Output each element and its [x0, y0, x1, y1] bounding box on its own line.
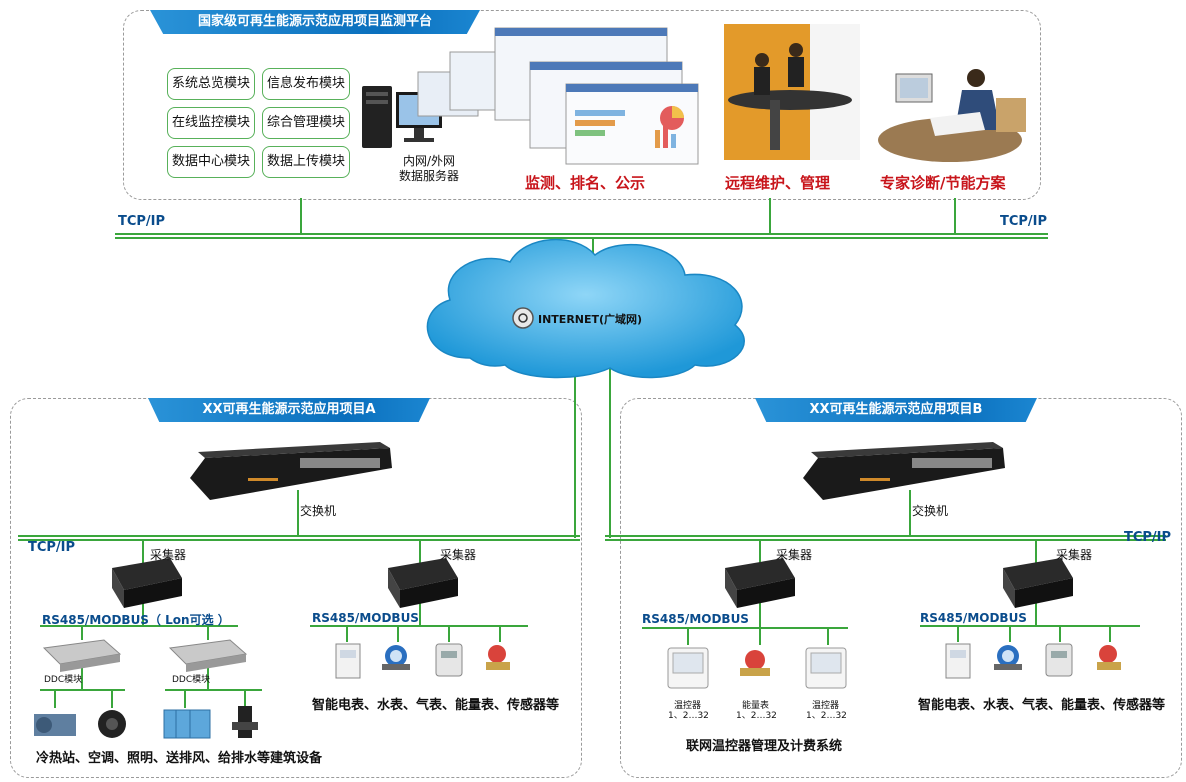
module-data-center: 数据中心模块	[167, 146, 255, 178]
bus-b1-label: RS485/MODBUS	[642, 612, 749, 626]
module-management: 综合管理模块	[262, 107, 350, 139]
server-label-1: 内网/外网	[403, 154, 456, 168]
building-devices-label: 冷热站、空调、照明、送排风、给排水等建筑设备	[36, 751, 323, 766]
meters-a-label: 智能电表、水表、气表、能量表、传感器等	[312, 698, 560, 713]
tcp-label-project-b: TCP/IP	[1124, 530, 1172, 545]
bus-a1-label: RS485/MODBUS（ Lon可选 ）	[42, 613, 230, 627]
module-online-monitor: 在线监控模块	[167, 107, 255, 139]
collector-a2-label: 采集器	[440, 548, 477, 562]
thermostat-b2-label: 温控器	[812, 701, 840, 711]
tcp-label-left: TCP/IP	[118, 214, 166, 229]
thermostat-b1-label: 温控器	[674, 701, 702, 711]
thermostat-b1-num: 1、2…32	[668, 711, 709, 721]
module-data-upload: 数据上传模块	[262, 146, 350, 178]
thermostat-system-label: 联网温控器管理及计费系统	[686, 739, 843, 754]
switch-b-label: 交换机	[912, 504, 949, 518]
func-expert-label: 专家诊断/节能方案	[880, 174, 1006, 192]
collector-b2-label: 采集器	[1056, 548, 1093, 562]
switch-a-label: 交换机	[300, 504, 337, 518]
energy-meter-b-label: 能量表	[742, 701, 770, 711]
ddc-a1-label: DDC模块	[44, 675, 83, 685]
module-overview: 系统总览模块	[167, 68, 255, 100]
func-monitor-label: 监测、排名、公示	[525, 174, 646, 192]
internet-label: INTERNET(广域网)	[538, 313, 643, 326]
collector-b1-label: 采集器	[776, 548, 813, 562]
bus-a2-label: RS485/MODBUS	[312, 611, 419, 625]
bus-b2-label: RS485/MODBUS	[920, 611, 1027, 625]
tcp-label-project-a: TCP/IP	[28, 540, 76, 555]
meters-b-label: 智能电表、水表、气表、能量表、传感器等	[918, 698, 1166, 713]
ddc-a2-label: DDC模块	[172, 675, 211, 685]
func-remote-label: 远程维护、管理	[725, 174, 831, 192]
platform-banner: 国家级可再生能源示范应用项目监测平台	[150, 10, 480, 34]
collector-a1-label: 采集器	[150, 548, 187, 562]
tcp-label-right: TCP/IP	[1000, 214, 1048, 229]
thermostat-b2-num: 1、2…32	[806, 711, 847, 721]
module-info-publish: 信息发布模块	[262, 68, 350, 100]
server-label-2: 数据服务器	[399, 169, 460, 183]
project-a-banner: XX可再生能源示范应用项目A	[148, 398, 430, 422]
energy-meter-b-num: 1、2…32	[736, 711, 777, 721]
project-b-banner: XX可再生能源示范应用项目B	[755, 398, 1037, 422]
